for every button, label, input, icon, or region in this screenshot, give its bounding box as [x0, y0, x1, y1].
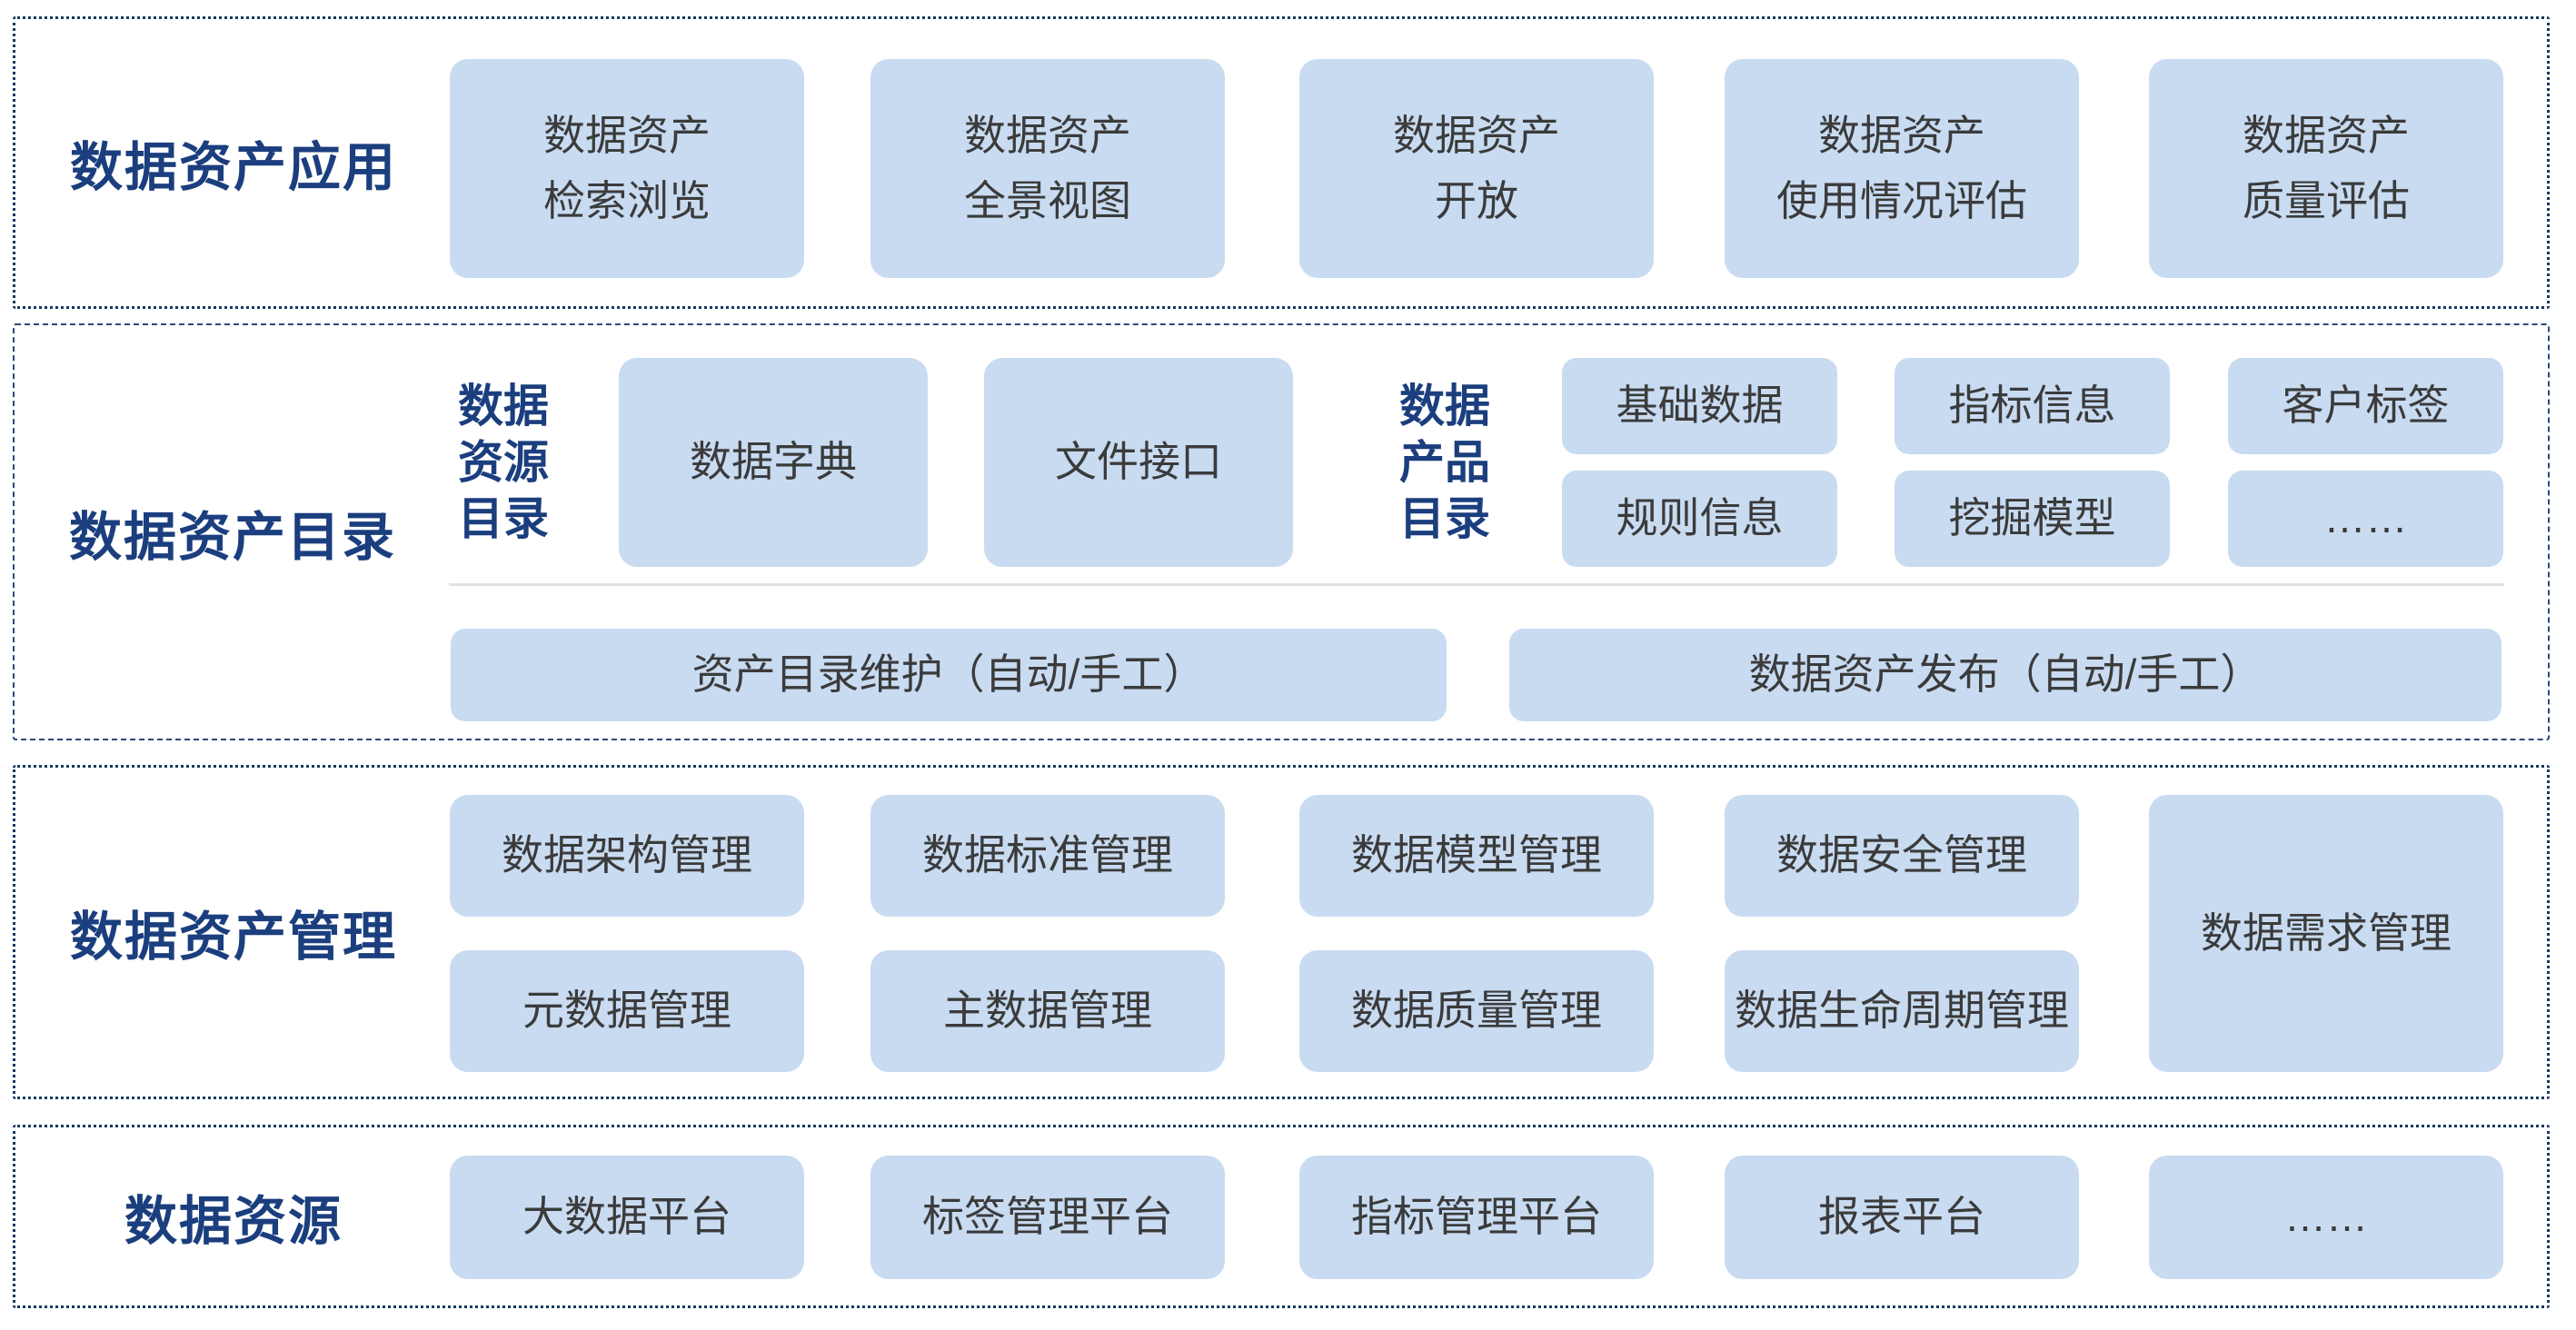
- res-box-ellipsis: ……: [2149, 1156, 2503, 1279]
- mgmt-box-metadata: 元数据管理: [450, 950, 804, 1072]
- catalog-divider-line: [449, 583, 2504, 586]
- catalog-box-ellipsis: ……: [2228, 471, 2503, 567]
- band-data-asset-application: 数据资产应用 数据资产 检索浏览 数据资产 全景视图 数据资产 开放 数据资产 …: [13, 16, 2550, 309]
- catalog-box-publish: 数据资产发布（自动/手工）: [1509, 629, 2501, 721]
- mgmt-box-standard: 数据标准管理: [870, 795, 1225, 917]
- catalog-box-mining-model: 挖掘模型: [1895, 471, 2170, 567]
- catalog-box-data-dictionary: 数据字典: [619, 358, 928, 567]
- band-data-asset-catalog: 数据资产目录 数据 资源 目录 数据字典 文件接口 数据 产品 目录 基础数据 …: [13, 323, 2550, 740]
- mgmt-box-security: 数据安全管理: [1725, 795, 2079, 917]
- band-title-catalog: 数据资产目录: [68, 507, 396, 567]
- res-box-tag-platform: 标签管理平台: [870, 1156, 1225, 1279]
- app-box-search-browse: 数据资产 检索浏览: [450, 59, 804, 278]
- band-data-asset-management: 数据资产管理 数据架构管理 数据标准管理 数据模型管理 数据安全管理 元数据管理…: [13, 765, 2550, 1099]
- catalog-box-file-interface: 文件接口: [984, 358, 1293, 567]
- label-data-product-catalog: 数据 产品 目录: [1399, 381, 1490, 544]
- band-title-wrap: 数据资源: [15, 1127, 452, 1305]
- band-title-management: 数据资产管理: [69, 908, 397, 967]
- app-box-usage-eval: 数据资产 使用情况评估: [1725, 59, 2079, 278]
- band-title-wrap: 数据资产应用: [15, 19, 452, 306]
- app-box-quality-eval: 数据资产 质量评估: [2149, 59, 2503, 278]
- catalog-box-maintain: 资产目录维护（自动/手工）: [451, 629, 1447, 721]
- mgmt-box-architecture: 数据架构管理: [450, 795, 804, 917]
- catalog-box-basic-data: 基础数据: [1562, 358, 1837, 454]
- app-box-open: 数据资产 开放: [1299, 59, 1654, 278]
- band-title-app: 数据资产应用: [69, 138, 397, 197]
- label-data-resource-catalog: 数据 资源 目录: [458, 381, 549, 544]
- mgmt-box-demand: 数据需求管理: [2149, 795, 2503, 1072]
- band-data-resources: 数据资源 大数据平台 标签管理平台 指标管理平台 报表平台 ……: [13, 1125, 2550, 1308]
- band-title-wrap: 数据资产管理: [15, 768, 452, 1097]
- mgmt-box-master-data: 主数据管理: [870, 950, 1225, 1072]
- mgmt-box-quality: 数据质量管理: [1299, 950, 1654, 1072]
- app-box-panorama-view: 数据资产 全景视图: [870, 59, 1225, 278]
- res-box-report-platform: 报表平台: [1725, 1156, 2079, 1279]
- band-title-resources: 数据资源: [124, 1192, 343, 1251]
- res-box-bigdata-platform: 大数据平台: [450, 1156, 804, 1279]
- band-title-wrap: 数据资产目录: [15, 325, 451, 739]
- mgmt-box-lifecycle: 数据生命周期管理: [1725, 950, 2079, 1072]
- catalog-box-customer-tag: 客户标签: [2228, 358, 2503, 454]
- res-box-indicator-platform: 指标管理平台: [1299, 1156, 1654, 1279]
- mgmt-box-model: 数据模型管理: [1299, 795, 1654, 917]
- catalog-box-rule-info: 规则信息: [1562, 471, 1837, 567]
- catalog-box-indicator-info: 指标信息: [1895, 358, 2170, 454]
